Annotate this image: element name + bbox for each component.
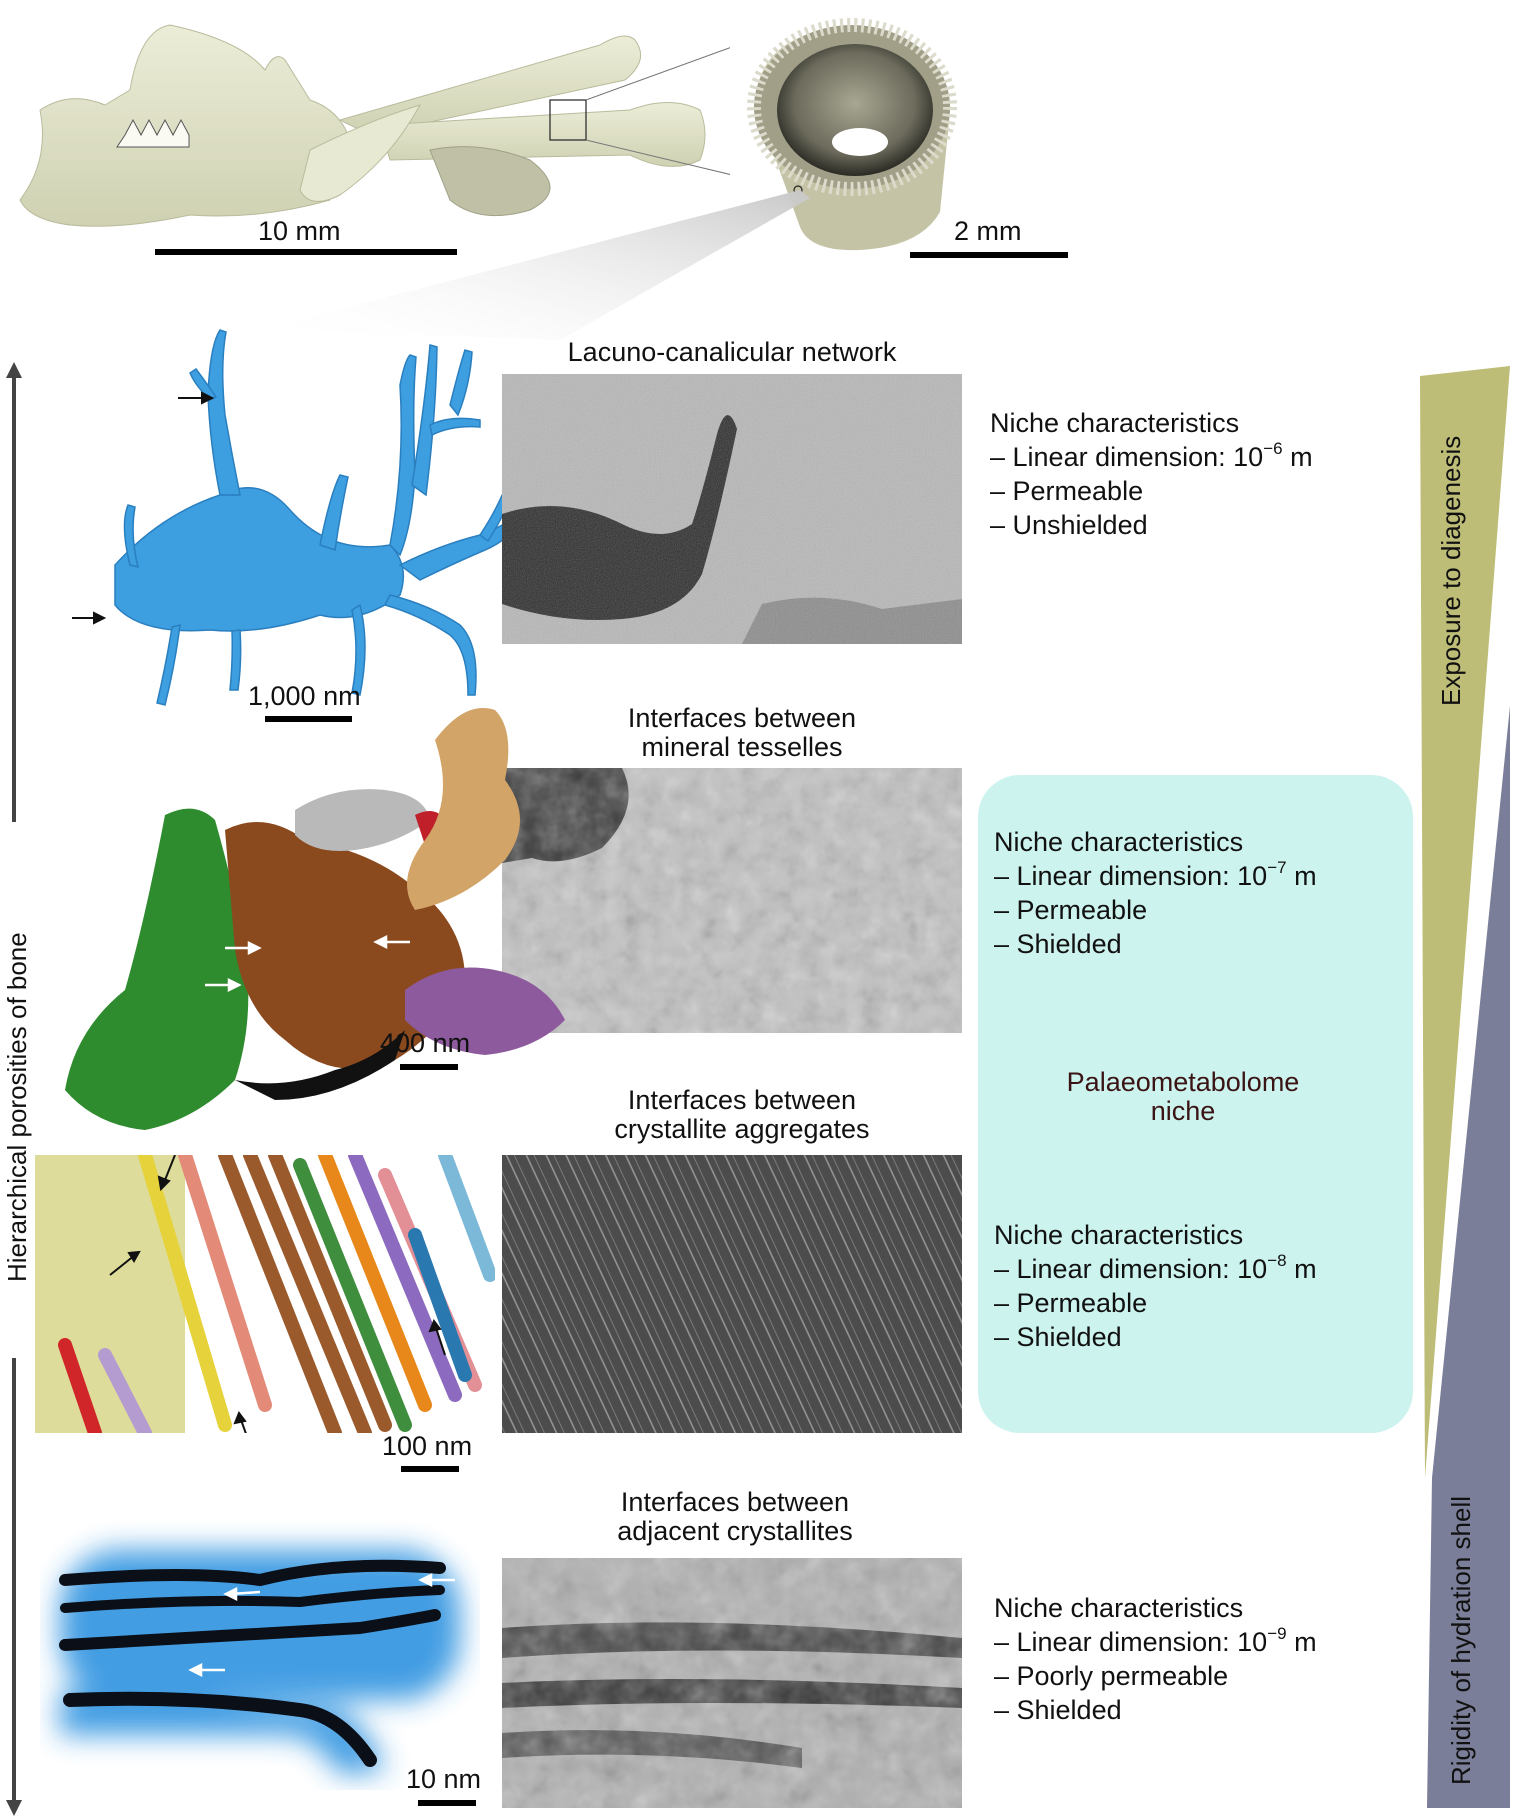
specimen-scale-bar bbox=[155, 249, 457, 255]
niche-dimension-exponent: −7 bbox=[1267, 858, 1287, 877]
specimen-bones-render bbox=[10, 10, 730, 250]
panel-4-micrograph bbox=[502, 1558, 962, 1808]
niche-shielding: – Unshielded bbox=[990, 510, 1148, 540]
zoom-wedge bbox=[200, 190, 820, 350]
panel-3-niche-characteristics: Niche characteristics – Linear dimension… bbox=[994, 1218, 1317, 1354]
niche-dimension: – Linear dimension: 10−6 m bbox=[990, 440, 1313, 474]
niche-dimension-unit: m bbox=[1282, 442, 1313, 472]
panel-4-scale-bar bbox=[418, 1800, 476, 1806]
niche-permeability: – Poorly permeable bbox=[994, 1661, 1229, 1691]
panel-3-scale-bar bbox=[401, 1466, 459, 1472]
hydration-rigidity-label: Rigidity of hydration shell bbox=[1446, 1495, 1476, 1785]
porosity-axis-arrow-down bbox=[4, 1358, 24, 1816]
niche-dimension-base: – Linear dimension: 10 bbox=[994, 861, 1268, 891]
diagenesis-exposure-label: Exposure to diagenesis bbox=[1436, 435, 1466, 706]
panel-1-title-line-1: Lacuno-canalicular network bbox=[567, 337, 897, 367]
palaeometabolome-niche-box bbox=[978, 775, 1413, 1433]
panel-2-niche-characteristics: Niche characteristics – Linear dimension… bbox=[994, 825, 1317, 961]
niche-dimension: – Linear dimension: 10−7 m bbox=[994, 859, 1317, 893]
porosity-axis-arrow-up bbox=[4, 362, 24, 822]
niche-dimension-exponent: −6 bbox=[1263, 439, 1283, 458]
panel-2-micrograph bbox=[502, 768, 962, 1033]
niche-dimension: – Linear dimension: 10−9 m bbox=[994, 1625, 1317, 1659]
panel-1-scale-bar bbox=[265, 716, 352, 722]
niche-permeability: – Permeable bbox=[994, 1288, 1148, 1318]
panel-3-title-line-2: crystallite aggregates bbox=[614, 1114, 870, 1144]
panel-1-scale-label: 1,000 nm bbox=[248, 681, 361, 711]
panel-2-scale-label: 400 nm bbox=[380, 1028, 471, 1058]
panel-3-micrograph bbox=[502, 1155, 962, 1433]
niche-dimension-unit: m bbox=[1286, 1254, 1317, 1284]
palaeometabolome-niche-label: Palaeometabolome niche bbox=[978, 1068, 1388, 1126]
bone-cross-section-render bbox=[740, 12, 970, 252]
panel-1-title: Lacuno-canalicular network bbox=[502, 338, 962, 367]
osteocyte-lacuna-render bbox=[60, 305, 560, 725]
panel-4-title-line-2: adjacent crystallites bbox=[617, 1516, 853, 1546]
panel-1-micrograph bbox=[502, 374, 962, 644]
panel-2-title: Interfaces between mineral tesselles bbox=[512, 704, 972, 762]
cross-section-scale-label: 2 mm bbox=[954, 216, 1022, 246]
cross-section-scale-bar bbox=[910, 252, 1068, 258]
panel-4-title-line-1: Interfaces between bbox=[620, 1487, 850, 1517]
niche-dimension-base: – Linear dimension: 10 bbox=[994, 1254, 1268, 1284]
porosity-axis-label: Hierarchical porosities of bone bbox=[2, 932, 32, 1282]
niche-shielding: – Shielded bbox=[994, 1695, 1122, 1725]
niche-dimension-exponent: −9 bbox=[1267, 1624, 1287, 1643]
niche-heading: Niche characteristics bbox=[994, 1593, 1244, 1623]
panel-3-scale-label: 100 nm bbox=[382, 1431, 473, 1461]
palaeometabolome-line-1: Palaeometabolome bbox=[1066, 1067, 1300, 1097]
panel-3-title: Interfaces between crystallite aggregate… bbox=[512, 1086, 972, 1144]
niche-shielding: – Shielded bbox=[994, 929, 1122, 959]
palaeometabolome-line-2: niche bbox=[1150, 1096, 1216, 1126]
niche-dimension-base: – Linear dimension: 10 bbox=[990, 442, 1264, 472]
panel-3-title-line-1: Interfaces between bbox=[627, 1085, 857, 1115]
panel-2-title-line-2: mineral tesselles bbox=[641, 732, 843, 762]
niche-permeability: – Permeable bbox=[994, 895, 1148, 925]
niche-heading: Niche characteristics bbox=[990, 408, 1240, 438]
specimen-scale-label: 10 mm bbox=[258, 216, 341, 246]
niche-dimension-unit: m bbox=[1286, 861, 1317, 891]
panel-2-title-line-1: Interfaces between bbox=[627, 703, 857, 733]
niche-permeability: – Permeable bbox=[990, 476, 1144, 506]
panel-1-niche-characteristics: Niche characteristics – Linear dimension… bbox=[990, 406, 1313, 542]
mineral-tesselles-render bbox=[35, 690, 595, 1135]
panel-2-scale-bar bbox=[400, 1064, 458, 1070]
crystallite-aggregates-render bbox=[35, 1155, 495, 1433]
niche-dimension-base: – Linear dimension: 10 bbox=[994, 1627, 1268, 1657]
niche-dimension: – Linear dimension: 10−8 m bbox=[994, 1252, 1317, 1286]
niche-shielding: – Shielded bbox=[994, 1322, 1122, 1352]
panel-4-title: Interfaces between adjacent crystallites bbox=[505, 1488, 965, 1546]
panel-4-scale-label: 10 nm bbox=[406, 1764, 482, 1794]
niche-heading: Niche characteristics bbox=[994, 1220, 1244, 1250]
diagenesis-exposure-wedge bbox=[1410, 360, 1514, 1818]
niche-dimension-unit: m bbox=[1286, 1627, 1317, 1657]
niche-heading: Niche characteristics bbox=[994, 827, 1244, 857]
niche-dimension-exponent: −8 bbox=[1267, 1251, 1287, 1270]
panel-4-niche-characteristics: Niche characteristics – Linear dimension… bbox=[994, 1591, 1317, 1727]
adjacent-crystallites-render bbox=[40, 1520, 480, 1790]
